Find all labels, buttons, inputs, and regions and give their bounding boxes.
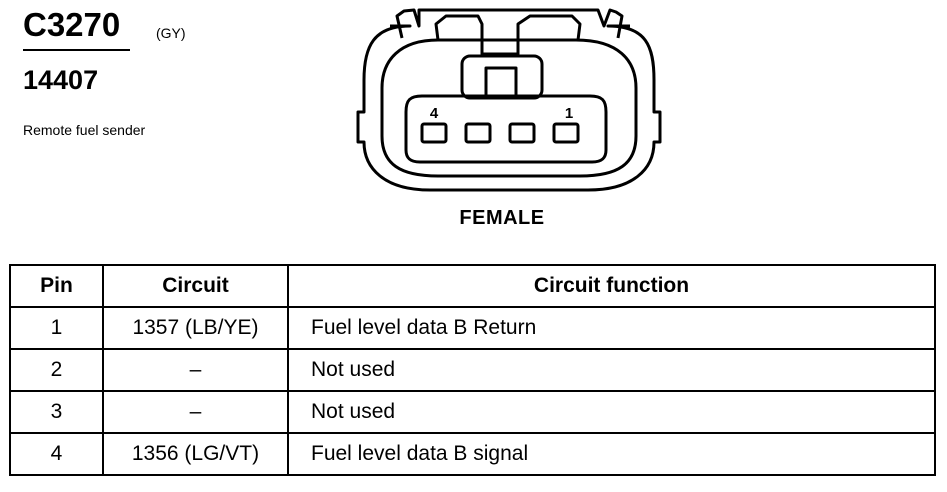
table-row: 1 1357 (LB/YE) Fuel level data B Return: [9, 306, 936, 350]
pin-number: 1: [9, 306, 104, 350]
keyway-outline: [460, 54, 544, 100]
pin-cavity-4: [420, 122, 448, 144]
housing-outer-outline: [356, 24, 662, 192]
gender-label: FEMALE: [459, 207, 545, 229]
pin-cavity-3: [464, 122, 492, 144]
pin-number: 4: [9, 432, 104, 476]
pin-cavity-2: [508, 122, 536, 144]
pin-number: 3: [9, 390, 104, 434]
table-header-row: Pin Circuit Circuit function: [9, 264, 936, 308]
pin-label-left: 4: [430, 105, 439, 122]
table-row: 3 – Not used: [9, 390, 936, 434]
circuit-function: Not used: [287, 390, 936, 434]
column-header-function: Circuit function: [287, 264, 936, 308]
pin-table: Pin Circuit Circuit function 1 1357 (LB/…: [9, 264, 936, 476]
part-number: 14407: [23, 65, 99, 95]
circuit-id: 1357 (LB/YE): [102, 306, 289, 350]
column-header-circuit: Circuit: [102, 264, 289, 308]
pin-number: 2: [9, 348, 104, 392]
connector-face-diagram: 4 1: [340, 0, 670, 205]
circuit-id: –: [102, 390, 289, 434]
header-divider: [23, 49, 130, 51]
circuit-id: 1356 (LG/VT): [102, 432, 289, 476]
pin-label-right: 1: [565, 105, 573, 122]
keyway-notch: [484, 66, 518, 100]
locking-latch-outline: [395, 8, 624, 39]
column-header-pin: Pin: [9, 264, 104, 308]
connector-color-code: (GY): [156, 25, 186, 41]
pin-cavity-frame: [404, 94, 608, 164]
circuit-function: Fuel level data B Return: [287, 306, 936, 350]
pin-cavity-1: [552, 122, 580, 144]
table-row: 4 1356 (LG/VT) Fuel level data B signal: [9, 432, 936, 476]
table-row: 2 – Not used: [9, 348, 936, 392]
circuit-function: Not used: [287, 348, 936, 392]
circuit-function: Fuel level data B signal: [287, 432, 936, 476]
connector-id: C3270: [23, 6, 121, 43]
latch-channel-left: [434, 14, 582, 56]
circuit-id: –: [102, 348, 289, 392]
housing-inner-outline: [380, 38, 638, 178]
connector-description: Remote fuel sender: [23, 122, 146, 138]
